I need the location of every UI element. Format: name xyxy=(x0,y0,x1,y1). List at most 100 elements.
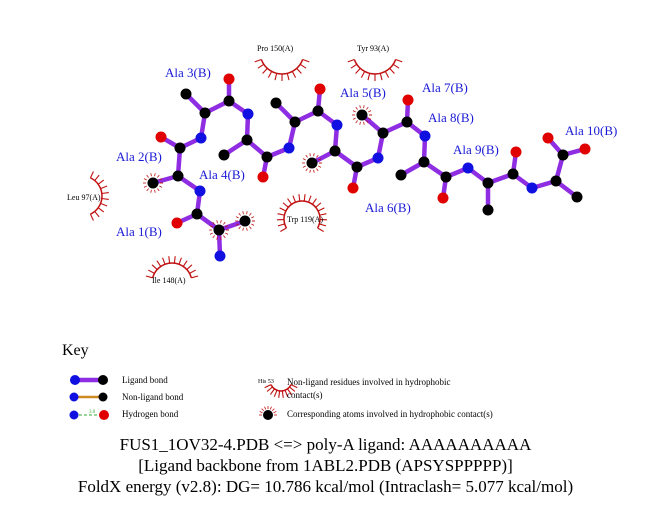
hydrophobic-atom-spikes xyxy=(318,165,322,168)
hydrophobic-contact-arc xyxy=(90,177,103,215)
hydrophobic-contact-spikes xyxy=(273,390,278,397)
hydrophobic-contact-spikes xyxy=(191,275,199,279)
key-example-residue: His 53 xyxy=(258,379,274,385)
hydrophobic-contact-spikes xyxy=(94,174,100,181)
hydrophobic-contact-spikes xyxy=(156,260,162,267)
hydrophobic-atom-spikes xyxy=(359,121,361,125)
carbon-atom xyxy=(218,149,230,161)
hydrophobic-atom-spikes xyxy=(309,169,311,173)
carbon-atom xyxy=(172,170,184,182)
hydrophobic-atom-spikes xyxy=(318,158,322,161)
key-title: Key xyxy=(62,342,89,359)
hydrophobic-contact-spikes xyxy=(384,71,390,78)
contact-label-tyr93: Tyr 93(A) xyxy=(357,44,390,53)
nitrogen-atom xyxy=(214,250,226,262)
oxygen-atom xyxy=(223,73,235,85)
hydrophobic-atom-spikes xyxy=(209,225,213,228)
hydrophobic-contact-spikes xyxy=(145,275,153,279)
key-corresponding-atoms: Corresponding atoms involved in hydropho… xyxy=(287,409,493,419)
hydrophobic-contact-spikes xyxy=(282,202,289,208)
hydrophobic-atom-spikes xyxy=(368,117,372,120)
caption-line3: FoldX energy (v2.8): DG= 10.786 kcal/mol… xyxy=(77,477,574,496)
carbon-atom xyxy=(199,107,211,119)
carbon-atom xyxy=(418,156,430,168)
hydrophobic-atom-spikes xyxy=(313,153,315,157)
hydrophobic-atom-spikes xyxy=(225,225,229,228)
carbon-atom xyxy=(263,410,273,420)
carbon-atom xyxy=(270,97,282,109)
residue-label-ala4: Ala 4(B) xyxy=(199,167,245,182)
hydrophobic-contact-spikes xyxy=(299,63,307,69)
hydrophobic-contact-spikes xyxy=(317,207,325,212)
hydrophobic-atom-spikes xyxy=(146,174,149,178)
hydrophobic-contact-arc xyxy=(270,384,292,392)
hydrophobic-atom-spikes xyxy=(355,120,358,124)
hydrophobic-contact-spikes xyxy=(291,71,297,78)
carbon-atom xyxy=(571,191,583,203)
carbon-atom xyxy=(395,169,407,181)
carbon-atom xyxy=(239,215,251,227)
hydrophobic-contact-spikes xyxy=(284,390,289,397)
hydrophobic-contact-spikes xyxy=(97,207,105,213)
oxygen-atom xyxy=(99,410,109,420)
hydrophobic-contact-spikes xyxy=(257,63,265,69)
hydrophobic-contact-spikes xyxy=(264,384,272,389)
oxygen-atom xyxy=(437,192,449,204)
carbon-atom xyxy=(401,116,413,128)
hydrophobic-contact-spikes xyxy=(279,207,287,212)
nitrogen-atom xyxy=(372,152,384,164)
hydrophobic-atom-spikes xyxy=(212,235,215,239)
contact-label-trp119: Trp 119(A) xyxy=(287,215,324,224)
carbon-atom xyxy=(98,375,108,385)
hydrophobic-contact-spikes xyxy=(274,73,278,81)
key-hydrophobic-spikes xyxy=(273,411,277,414)
key-hydrophobic-spikes xyxy=(271,408,275,412)
hydrophobic-contact-spikes xyxy=(281,390,284,398)
hydrophobic-contact-spikes xyxy=(355,67,361,74)
key-hydrophobic-spikes xyxy=(264,406,267,410)
hydrophobic-contact-spikes xyxy=(319,213,327,216)
hydrophobic-contact-spikes xyxy=(287,198,293,205)
hydrophobic-atom-spikes xyxy=(251,223,255,226)
carbon-atom xyxy=(289,116,301,128)
hydrophobic-contact-spikes xyxy=(347,59,355,63)
carbon-atom xyxy=(261,151,273,163)
hydrophobic-atom-spikes xyxy=(363,121,365,125)
hydrophobic-atom-spikes xyxy=(154,173,156,177)
hydrophobic-contact-spikes xyxy=(148,269,155,274)
residue-label-ala10: Ala 10(B) xyxy=(565,123,618,138)
hydrophobic-atom-spikes xyxy=(366,106,369,110)
carbon-atom xyxy=(356,109,368,121)
hydrophobic-atom-spikes xyxy=(235,223,239,226)
key-hydrophobic-spikes xyxy=(261,408,265,412)
residue-label-ala6: Ala 6(B) xyxy=(365,200,411,215)
key-nonligand-residues: Non-ligand residues involved in hydropho… xyxy=(287,377,451,387)
hydrophobic-contact-spikes xyxy=(262,67,268,74)
contact-label-ile148: Ile 148(A) xyxy=(152,276,186,285)
carbon-atom xyxy=(147,177,159,189)
carbon-atom xyxy=(306,157,318,169)
hydrophobic-contact-spikes xyxy=(269,388,275,395)
hydrophobic-atom-spikes xyxy=(159,178,163,181)
key-hydrogen-bond: Hydrogen bond xyxy=(122,409,179,419)
carbon-atom xyxy=(213,224,225,236)
oxygen-atom xyxy=(257,171,269,183)
hydrophobic-contact-spikes xyxy=(350,63,358,69)
hydrophobic-atom-spikes xyxy=(305,154,308,158)
carbon-atom xyxy=(241,134,253,146)
residue-label-ala8: Ala 8(B) xyxy=(428,110,474,125)
hydrophobic-atom-spikes xyxy=(302,158,306,161)
caption-line1: FUS1_1OV32-4.PDB <=> poly-A ligand: AAAA… xyxy=(119,435,532,454)
contact-label-leu97: Leu 97(A) xyxy=(67,193,101,202)
hydrophobic-contact-spikes xyxy=(290,384,298,389)
hydrophobic-contact-spikes xyxy=(289,386,296,392)
hydrophobic-contact-spikes xyxy=(182,260,188,267)
hydrophobic-contact-spikes xyxy=(100,185,108,190)
oxygen-atom xyxy=(171,217,183,229)
hydrophobic-contact-spikes xyxy=(151,264,158,270)
residue-label-ala3: Ala 3(B) xyxy=(165,65,211,80)
residue-label-ala5: Ala 5(B) xyxy=(340,85,386,100)
hydrophobic-atom-spikes xyxy=(355,106,358,110)
hydrophobic-atom-spikes xyxy=(302,165,306,168)
